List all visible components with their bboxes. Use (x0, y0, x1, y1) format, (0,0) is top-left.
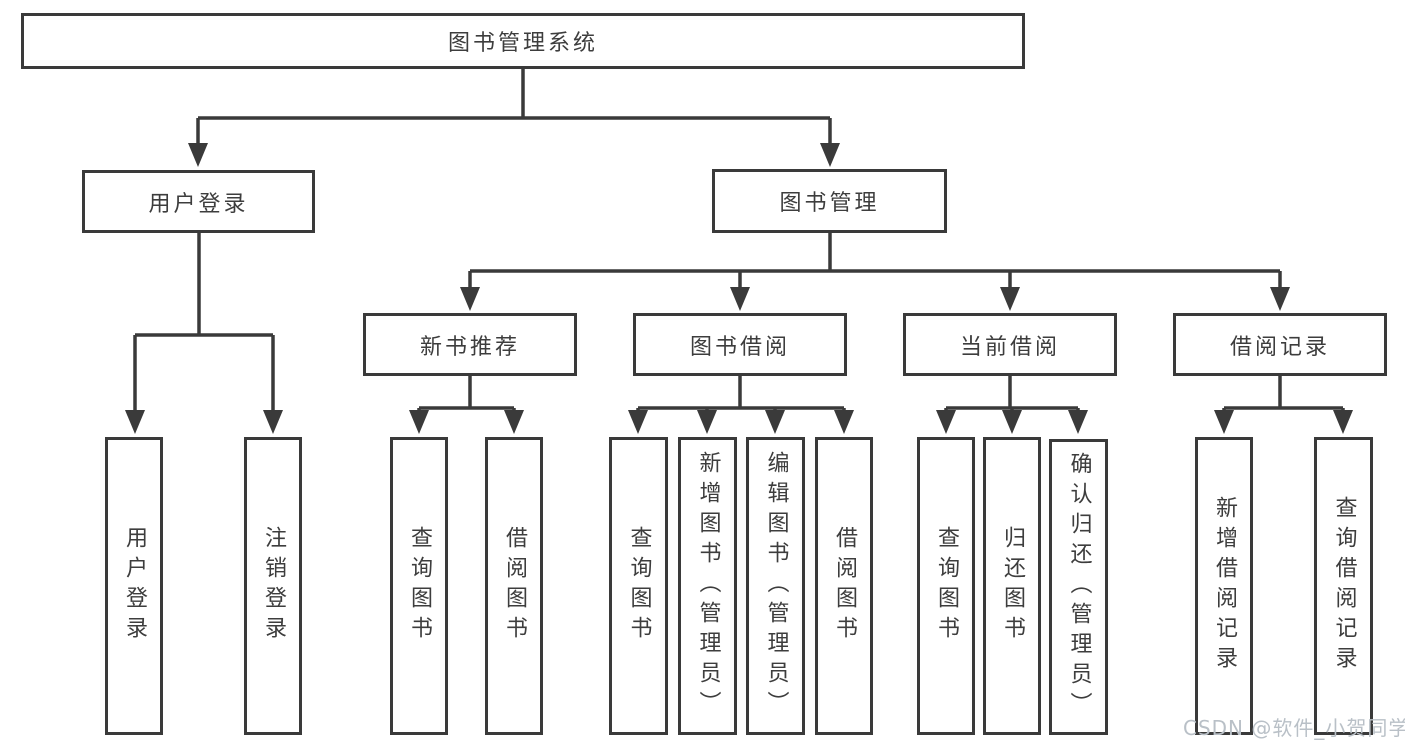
node-book-manage: 图书管理 (712, 169, 947, 233)
arrow-down-icon (820, 143, 840, 167)
node-leaf-borrow-borrow-book: 借阅图书 (815, 437, 873, 735)
node-new-book-recommend: 新书推荐 (363, 313, 577, 376)
node-borrow-records: 借阅记录 (1173, 313, 1387, 376)
connector-recommend-children (409, 376, 524, 434)
connector-borrow-children (628, 376, 854, 434)
arrow-down-icon (188, 143, 208, 167)
connector-user-login-children (125, 233, 283, 434)
arrow-down-icon (125, 410, 145, 434)
arrow-down-icon (1000, 287, 1020, 311)
arrow-down-icon (1068, 410, 1088, 434)
node-leaf-records-add-record: 新增借阅记录 (1195, 437, 1253, 735)
arrow-down-icon (765, 410, 785, 434)
arrow-down-icon (1214, 410, 1234, 434)
connector-records-children (1214, 376, 1353, 434)
arrow-down-icon (697, 410, 717, 434)
connector-current-children (936, 376, 1088, 434)
node-library-system: 图书管理系统 (21, 13, 1025, 69)
arrow-down-icon (1270, 287, 1290, 311)
arrow-down-icon (730, 287, 750, 311)
csdn-watermark: CSDN @软件_小贺同学 (1183, 716, 1405, 740)
arrow-down-icon (936, 410, 956, 434)
arrow-down-icon (409, 410, 429, 434)
node-leaf-records-query-record: 查询借阅记录 (1314, 437, 1373, 735)
arrow-down-icon (504, 410, 524, 434)
node-leaf-current-return-book: 归还图书 (983, 437, 1041, 735)
connector-root-to-level2 (188, 69, 840, 167)
node-leaf-recommend-query-book: 查询图书 (390, 437, 448, 735)
node-leaf-user-login: 用户登录 (105, 437, 163, 735)
node-leaf-borrow-edit-book-admin: 编辑图书（管理员） (746, 437, 805, 735)
arrow-down-icon (1333, 410, 1353, 434)
node-user-login: 用户登录 (82, 170, 315, 233)
node-current-borrow: 当前借阅 (903, 313, 1117, 376)
arrow-down-icon (628, 410, 648, 434)
node-leaf-logout: 注销登录 (244, 437, 302, 735)
node-leaf-borrow-query-book: 查询图书 (609, 437, 668, 735)
arrow-down-icon (263, 410, 283, 434)
node-book-borrow: 图书借阅 (633, 313, 847, 376)
arrow-down-icon (1002, 410, 1022, 434)
arrow-down-icon (834, 410, 854, 434)
node-leaf-borrow-add-book-admin: 新增图书（管理员） (678, 437, 737, 735)
node-leaf-current-confirm-return-admin: 确认归还（管理员） (1049, 439, 1108, 735)
node-leaf-current-query-book: 查询图书 (917, 437, 975, 735)
arrow-down-icon (460, 287, 480, 311)
node-leaf-recommend-borrow-book: 借阅图书 (485, 437, 543, 735)
connector-book-manage-children (460, 233, 1290, 311)
